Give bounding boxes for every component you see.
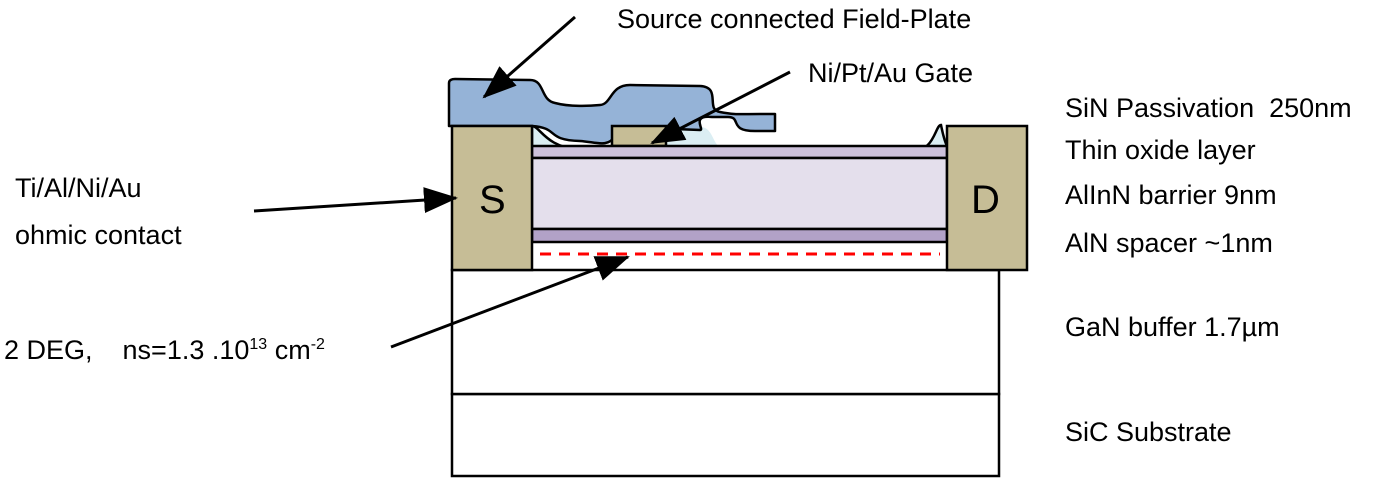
aln-spacer-layer [530, 227, 949, 244]
sic-substrate-layer [450, 392, 1001, 478]
field-plate-arrow [482, 15, 576, 99]
gate-metal [610, 124, 668, 148]
layer-label-sic: SiC Substrate [1065, 417, 1232, 447]
source-label: S [479, 178, 506, 222]
layer-label-sin: SiN Passivation 250nm [1065, 93, 1352, 123]
ohmic-annotation-line1: Ti/Al/Ni/Au [15, 173, 142, 203]
twodeg-unit-exponent: -2 [310, 336, 325, 353]
layer-label-gan: GaN buffer 1.7µm [1065, 312, 1280, 342]
twodeg-unit: cm [267, 335, 311, 365]
alinn-barrier-layer [530, 156, 949, 231]
drain-label: D [971, 178, 1000, 222]
ohmic-annotation-line2: ohmic contact [15, 220, 182, 250]
layer-label-aln: AlN spacer ~1nm [1065, 228, 1273, 258]
thin-oxide-layer [530, 144, 949, 160]
source-contact [450, 124, 534, 272]
field-plate-annotation: Source connected Field-Plate [617, 4, 972, 34]
layer-label-alinn: AlInN barrier 9nm [1065, 180, 1277, 210]
twodeg-arrow [390, 255, 630, 349]
twodeg-density-text: 2 DEG, ns=1.3 .10 [4, 335, 250, 365]
gate-annotation: Ni/Pt/Au Gate [808, 58, 974, 88]
twodeg-exponent: 13 [249, 336, 268, 353]
ohmic-arrow [253, 187, 458, 214]
twodeg-annotation: 2 DEG, ns=1.3 .1013 cm-2 [4, 337, 325, 364]
source-field-plate [447, 77, 777, 145]
gate-arrow [650, 70, 791, 145]
layer-label-oxide: Thin oxide layer [1065, 135, 1256, 165]
gan-buffer-layer [450, 268, 1001, 396]
drain-contact [945, 124, 1029, 272]
